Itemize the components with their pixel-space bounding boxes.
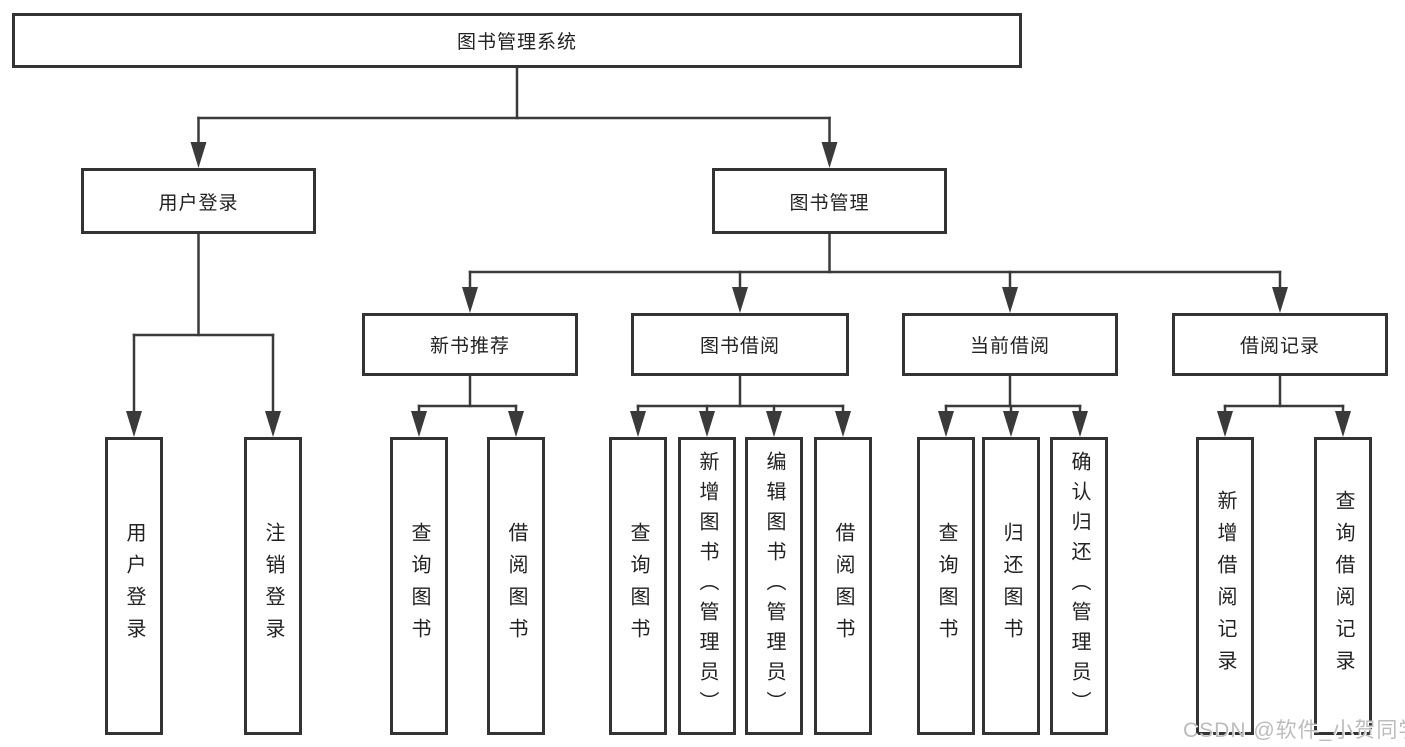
- leaf-recommend-borrow-books: 借阅图书: [487, 437, 545, 735]
- csdn-watermark: CSDN @软件_小贺同学: [1183, 719, 1405, 742]
- leaf-add-books-admin: 新增图书（管理员）: [678, 437, 736, 735]
- node-current-borrowing: 当前借阅: [902, 313, 1118, 376]
- node-library-management-system: 图书管理系统: [12, 13, 1022, 68]
- leaf-current-query-books: 查询图书: [917, 437, 975, 735]
- leaf-confirm-return-admin: 确认归还（管理员）: [1050, 437, 1108, 735]
- node-book-borrowing: 图书借阅: [631, 313, 849, 376]
- node-new-book-recommendation: 新书推荐: [362, 313, 578, 376]
- node-book-management: 图书管理: [712, 168, 947, 234]
- leaf-logout: 注销登录: [244, 437, 302, 735]
- leaf-user-login: 用户登录: [105, 437, 163, 735]
- node-borrowing-records: 借阅记录: [1172, 313, 1388, 376]
- leaf-recommend-query-books: 查询图书: [390, 437, 448, 735]
- leaf-borrowing-borrow-books: 借阅图书: [814, 437, 872, 735]
- leaf-edit-books-admin: 编辑图书（管理员）: [745, 437, 803, 735]
- node-user-login: 用户登录: [81, 168, 316, 234]
- leaf-query-borrow-record: 查询借阅记录: [1314, 437, 1372, 735]
- leaf-return-books: 归还图书: [982, 437, 1040, 735]
- leaf-add-borrow-record: 新增借阅记录: [1196, 437, 1254, 735]
- leaf-borrowing-query-books: 查询图书: [609, 437, 667, 735]
